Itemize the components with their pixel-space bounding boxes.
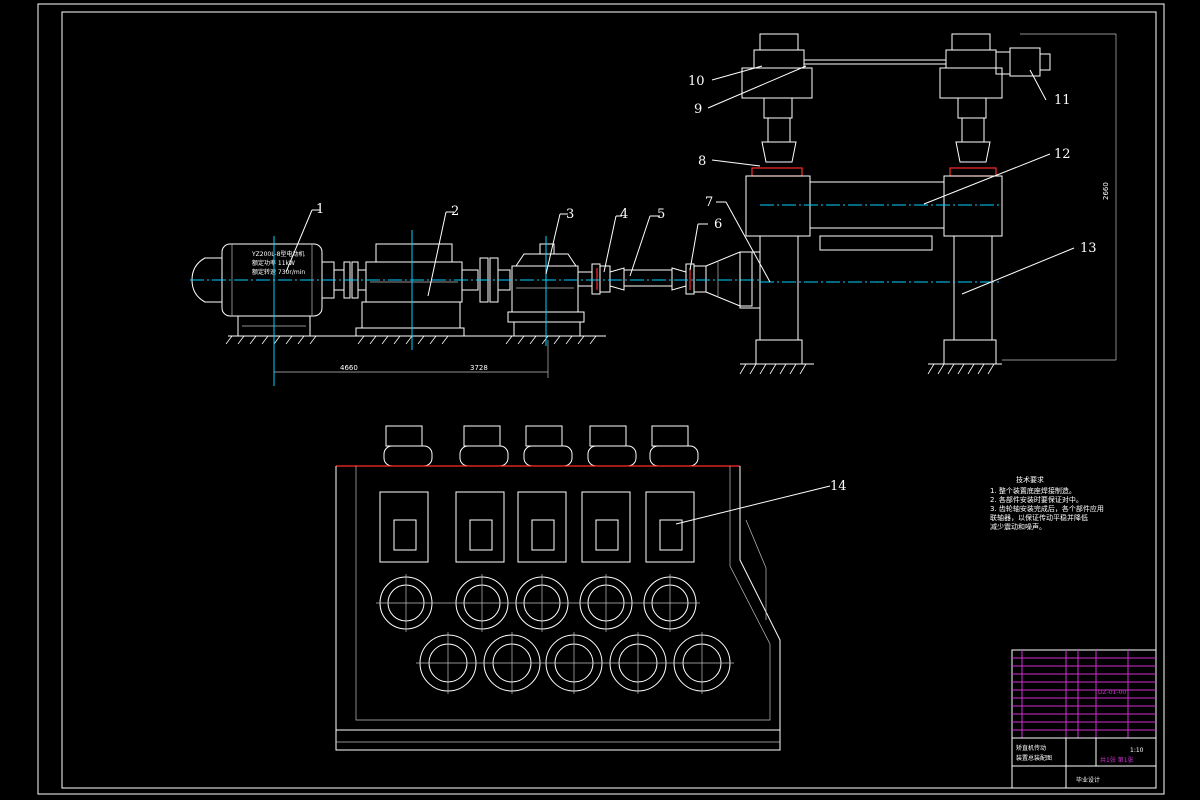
- dim-overall: 4660: [340, 364, 358, 372]
- title-school: 毕业设计: [1076, 776, 1100, 784]
- drive-train: YZ200L-8型电动机 额定功率 11kW 额定转速 730r/min: [190, 230, 760, 386]
- note-item-4: 联轴器，以保证传动平稳并降低: [990, 513, 1088, 522]
- motor: YZ200L-8型电动机 额定功率 11kW 额定转速 730r/min: [191, 243, 335, 337]
- technical-notes: 技术要求 1. 整个装置底座焊接制造。 2. 各部件安装时要保证对中。 3. 齿…: [990, 475, 1104, 531]
- dim-segment: 3728: [470, 364, 488, 372]
- part-label-10: 10: [688, 74, 705, 89]
- brake-unit: [355, 243, 465, 337]
- note-item-5: 减少震动和噪声。: [990, 522, 1046, 531]
- title-scale: 1:10: [1130, 747, 1144, 754]
- part-label-1: 1: [316, 202, 324, 217]
- title-drawing-no: DZ-01-00: [1098, 689, 1126, 696]
- part-label-2: 2: [451, 204, 459, 219]
- part-label-14: 14: [830, 479, 847, 494]
- dim-vertical: 2660: [1102, 182, 1110, 200]
- part-label-4: 4: [620, 207, 628, 222]
- title-name-line-1: 矫直机传动: [1016, 744, 1046, 752]
- part-label-12: 12: [1054, 147, 1071, 162]
- part-label-7: 7: [705, 195, 713, 210]
- roll-stand-front: [335, 425, 781, 751]
- part-label-3: 3: [566, 207, 574, 222]
- motor-plate-line-3: 额定转速 730r/min: [252, 268, 305, 276]
- part-label-13: 13: [1080, 241, 1097, 256]
- outer-frame: [37, 3, 1165, 795]
- part-label-6: 6: [714, 217, 722, 232]
- leader-lines: [285, 65, 1075, 525]
- part-label-8: 8: [698, 154, 706, 169]
- part-label-9: 9: [694, 102, 702, 117]
- title-name-line-2: 装置总装配图: [1016, 754, 1052, 762]
- inner-frame: [61, 11, 1157, 789]
- roll-coupling: [705, 251, 753, 307]
- title-block: 矫直机传动 装置总装配图 1:10 共1张 第1张 毕业设计 DZ-01-00: [1011, 649, 1157, 789]
- straightener-stand: 2660: [739, 33, 1117, 375]
- part-label-5: 5: [657, 207, 665, 222]
- part-label-11: 11: [1054, 93, 1071, 108]
- note-item-3: 3. 齿轮轴安装完成后，各个部件应用: [990, 504, 1104, 513]
- title-sheet: 共1张 第1张: [1100, 756, 1134, 764]
- notes-title: 技术要求: [1016, 475, 1044, 484]
- motor-plate-line-1: YZ200L-8型电动机: [251, 250, 304, 258]
- note-item-2: 2. 各部件安装时要保证对中。: [990, 495, 1083, 504]
- note-item-1: 1. 整个装置底座焊接制造。: [990, 486, 1076, 495]
